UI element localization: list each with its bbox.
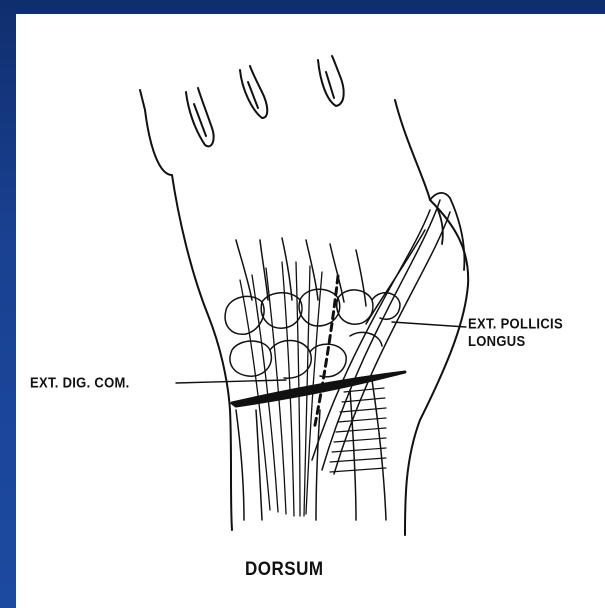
carpal-bones <box>225 289 400 378</box>
label-ext-pollicis-longus: EXT. POLLICIS LONGUS <box>468 315 563 350</box>
label-ext-pollicis-longus-line2: LONGUS <box>468 332 563 349</box>
finger-outlines <box>186 56 344 146</box>
hand-outline <box>140 90 468 535</box>
leader-ext-pollicis-longus <box>392 322 466 327</box>
label-ext-dig-com: EXT. DIG. COM. <box>30 374 130 391</box>
label-ext-pollicis-longus-line1: EXT. POLLICIS <box>468 315 563 332</box>
figure-caption: DORSUM <box>245 558 324 581</box>
leader-ext-dig-com <box>176 380 286 383</box>
ext-pollicis-longus-tendon <box>312 200 450 474</box>
